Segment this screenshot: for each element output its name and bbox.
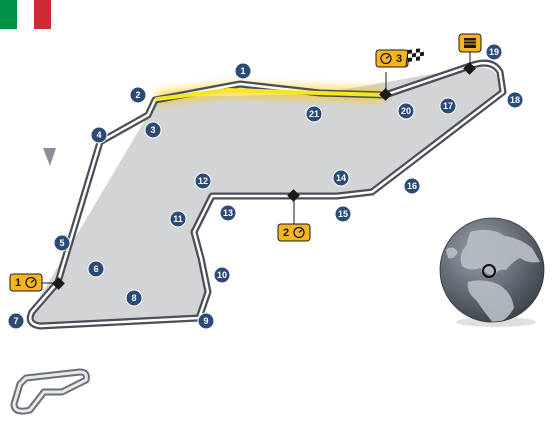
turn-badge-12: 12 — [194, 172, 212, 190]
pit-garage-icon — [458, 33, 482, 53]
stopwatch-icon — [380, 52, 392, 65]
turn-badge-18: 18 — [506, 91, 524, 109]
svg-text:6: 6 — [93, 264, 98, 274]
svg-text:8: 8 — [131, 293, 136, 303]
checkered-flag-icon — [405, 47, 424, 67]
track-surface — [29, 61, 505, 328]
turn-badge-13: 13 — [219, 204, 237, 222]
svg-text:18: 18 — [510, 95, 520, 105]
track-minimap-icon — [10, 368, 90, 415]
drs-zone — [155, 87, 387, 101]
turn-badge-21: 21 — [305, 105, 323, 123]
stopwatch-icon — [25, 276, 37, 289]
svg-text:11: 11 — [173, 214, 183, 224]
sector-2-tag: 2 — [277, 223, 311, 242]
sector-1-number: 1 — [15, 277, 21, 289]
svg-text:14: 14 — [336, 173, 346, 183]
sector-2-number: 2 — [283, 227, 289, 239]
italy-flag — [0, 0, 51, 29]
svg-text:16: 16 — [407, 181, 417, 191]
sector-3-number: 3 — [396, 53, 402, 65]
svg-text:10: 10 — [217, 270, 227, 280]
turn-badge-6: 6 — [87, 260, 105, 278]
direction-arrow-icon — [43, 148, 56, 166]
svg-text:3: 3 — [150, 125, 155, 135]
turn-badge-11: 11 — [169, 210, 187, 228]
turn-badge-7: 7 — [7, 312, 25, 330]
turn-badge-10: 10 — [213, 266, 231, 284]
sector-markers — [42, 52, 476, 290]
svg-text:20: 20 — [401, 106, 411, 116]
turn-badge-9: 9 — [197, 312, 215, 330]
location-marker — [482, 264, 496, 278]
sector-3-marker — [379, 88, 392, 101]
turn-badge-4: 4 — [90, 126, 108, 144]
svg-text:1: 1 — [240, 66, 245, 76]
svg-text:2: 2 — [135, 90, 140, 100]
stopwatch-icon — [293, 226, 305, 239]
turn-badge-8: 8 — [125, 289, 143, 307]
turn-badge-17: 17 — [439, 97, 457, 115]
turn-badge-15: 15 — [334, 205, 352, 223]
turn-badge-19: 19 — [485, 43, 503, 61]
sector-3-tag: 3 — [375, 49, 409, 68]
svg-text:13: 13 — [223, 208, 233, 218]
svg-text:4: 4 — [96, 130, 101, 140]
turn-badge-16: 16 — [403, 177, 421, 195]
sector-1-marker — [52, 277, 65, 290]
turn-badge-14: 14 — [332, 169, 350, 187]
turn-badge-5: 5 — [53, 234, 71, 252]
svg-text:19: 19 — [489, 47, 499, 57]
svg-text:15: 15 — [338, 209, 348, 219]
turn-badge-2: 2 — [129, 86, 147, 104]
svg-text:5: 5 — [59, 238, 64, 248]
svg-text:21: 21 — [309, 109, 319, 119]
turn-badges: 1 2 3 4 5 6 7 8 9 10 11 12 13 14 15 16 1… — [7, 43, 524, 330]
svg-text:17: 17 — [443, 101, 453, 111]
svg-text:7: 7 — [13, 316, 18, 326]
pit-lane-marker — [463, 62, 476, 75]
svg-text:9: 9 — [203, 316, 208, 326]
globe-icon — [439, 217, 545, 327]
turn-badge-3: 3 — [144, 121, 162, 139]
sector-2-marker — [287, 189, 300, 202]
sector-1-tag: 1 — [9, 273, 43, 292]
svg-text:12: 12 — [198, 176, 208, 186]
turn-badge-1: 1 — [234, 62, 252, 80]
turn-badge-20: 20 — [397, 102, 415, 120]
